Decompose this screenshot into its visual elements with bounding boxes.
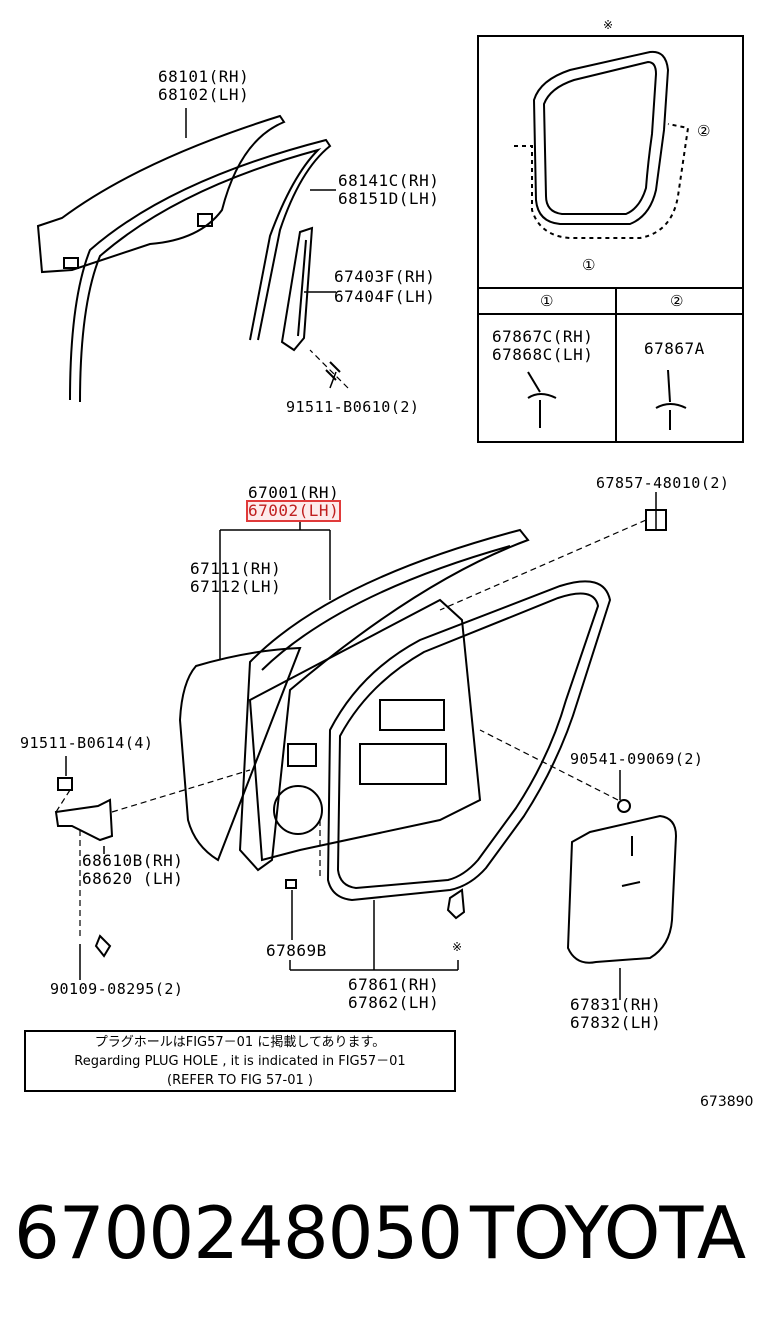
inset-marker-1: ① (582, 256, 596, 274)
inset-clip-2 (655, 403, 687, 430)
label-cap: 67857-48010(2) (596, 474, 730, 492)
label-cover-lh: 67832(LH) (570, 1013, 662, 1032)
label-cover-rh: 67831(RH) (570, 995, 662, 1014)
label-door-lh-highlighted[interactable]: 67002(LH) (245, 500, 342, 522)
label-run-rh: 68141C(RH) (338, 171, 440, 190)
note-line-japanese: プラグホールはFIG57－01 に掲載してあります。 (94, 1035, 386, 1050)
inset-weatherstrip (532, 50, 670, 225)
glass-bracket-2 (197, 213, 213, 227)
label-hinge-rh: 68610B(RH) (82, 851, 184, 870)
label-inset-clip1-rh: 67867C(RH) (492, 327, 594, 346)
inset-marker-2: ② (697, 122, 711, 140)
door-weatherstrip (326, 580, 612, 902)
label-run-lh: 68151D(LH) (338, 189, 440, 208)
label-clip: 90541-09069(2) (570, 750, 704, 768)
label-channel-rh: 67403F(RH) (334, 267, 436, 286)
division-channel (280, 226, 314, 352)
label-weather-rh: 67861(RH) (348, 975, 440, 994)
glass-bracket-1 (63, 257, 79, 269)
label-bolt-top: 91511-B0610(2) (286, 398, 420, 416)
inner-panel (248, 598, 482, 862)
inset-column-1: ① (540, 292, 554, 310)
inset-clip-1 (527, 393, 557, 428)
label-pin: 90109-08295(2) (50, 980, 184, 998)
label-inset-clip2: 67867A (644, 339, 705, 358)
door-hinge (54, 798, 114, 842)
label-glass-lh: 68102(LH) (158, 85, 250, 104)
label-bolt-hinge: 91511-B0614(4) (20, 734, 154, 752)
outer-panel (178, 646, 302, 862)
reference-note-box: プラグホールはFIG57－01 に掲載してあります。 Regarding PLU… (24, 1030, 456, 1092)
inset-frame (477, 35, 744, 443)
label-inset-clip1-lh: 67868C(LH) (492, 345, 594, 364)
figure-number: 673890 (700, 1094, 754, 1110)
part-number: 6700248050 (14, 1191, 463, 1275)
service-hole-cover (566, 814, 678, 964)
asterisk-top: ※ (603, 18, 614, 32)
label-glass-rh: 68101(RH) (158, 67, 250, 86)
note-line-english: Regarding PLUG HOLE , it is indicated in… (74, 1054, 406, 1069)
label-panel-lh: 67112(LH) (190, 577, 282, 596)
label-weather-lh: 67862(LH) (348, 993, 440, 1012)
label-door-rh: 67001(RH) (248, 483, 340, 502)
label-plug: 67869B (266, 941, 327, 960)
asterisk-clip: ※ (452, 940, 463, 954)
glass-run (69, 138, 332, 401)
door-glass (36, 114, 286, 274)
label-channel-lh: 67404F(LH) (334, 287, 436, 306)
label-hinge-lh: 68620 (LH) (82, 869, 184, 888)
note-line-reference: (REFER TO FIG 57-01 ) (167, 1073, 313, 1088)
label-panel-rh: 67111(RH) (190, 559, 282, 578)
brand-name: TOYOTA (470, 1191, 746, 1275)
inset-column-2: ② (670, 292, 684, 310)
